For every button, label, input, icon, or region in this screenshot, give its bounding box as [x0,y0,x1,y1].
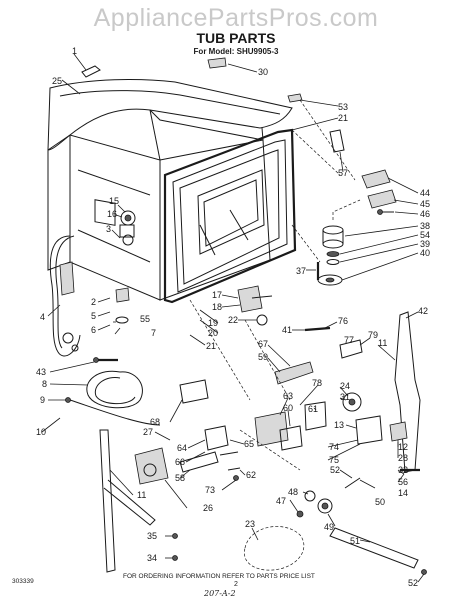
callout-6: 6 [91,325,96,335]
callout-7: 7 [151,328,156,338]
callout-18: 18 [212,302,222,312]
tub-body [47,79,293,301]
right-parts [172,311,427,575]
callout-57: 57 [338,168,348,178]
callout-50: 50 [375,497,385,507]
callout-60: 60 [283,403,293,413]
callout-14: 14 [398,488,408,498]
diagram-code: 303339 [12,578,34,585]
callout-76: 76 [338,316,348,326]
callout-66: 66 [175,457,185,467]
callout-21: 21 [338,113,348,123]
page-title: TUB PARTS [196,30,276,46]
upper-right-parts [81,57,397,286]
callout-17: 17 [212,290,222,300]
callout-15: 15 [109,196,119,206]
callout-10: 10 [36,427,46,437]
callout-55: 55 [140,314,150,324]
callout-8: 8 [42,379,47,389]
callout-1: 1 [72,46,77,56]
callout-31: 31 [340,392,350,402]
callout-59: 59 [258,352,268,362]
callout-78: 78 [312,378,322,388]
callout-20: 20 [208,328,218,338]
callout-75: 75 [329,455,339,465]
callout-43: 43 [36,367,46,377]
callout-58: 58 [175,473,185,483]
callout-labels: 1 25 30 53 21 57 44 45 46 38 54 39 40 37… [36,46,430,588]
callout-3: 3 [106,224,111,234]
callout-28: 28 [398,453,408,463]
callout-42: 42 [418,306,428,316]
callout-41: 41 [282,325,292,335]
callout-24: 24 [340,381,350,391]
callout-79: 79 [368,330,378,340]
callout-30: 30 [258,67,268,77]
callout-65: 65 [244,439,254,449]
callout-39: 39 [420,239,430,249]
callout-40: 40 [420,248,430,258]
callout-34: 34 [147,553,157,563]
callout-77: 77 [344,335,354,345]
callout-52: 52 [330,465,340,475]
callout-35: 35 [147,531,157,541]
leader-lines [41,53,425,583]
callout-2: 2 [91,297,96,307]
inlet-parts [49,210,161,573]
callout-26: 26 [203,503,213,513]
callout-73: 73 [205,485,215,495]
callout-53: 53 [338,102,348,112]
callout-47: 47 [276,496,286,506]
callout-46: 46 [420,209,430,219]
callout-74: 74 [329,442,339,452]
callout-64: 64 [177,443,187,453]
callout-25: 25 [52,76,62,86]
callout-16: 16 [107,209,117,219]
callout-13: 13 [334,420,344,430]
model-subtitle: For Model: SHU9905-3 [193,47,279,56]
callout-51: 51 [350,536,360,546]
callout-52b: 52 [408,578,418,588]
door-gaskets [163,128,297,304]
callout-45: 45 [420,199,430,209]
ordering-instruction: FOR ORDERING INFORMATION REFER TO PARTS … [123,573,315,580]
handwritten-note: 207-A-2 [204,589,236,598]
callout-38: 38 [420,221,430,231]
callout-54: 54 [420,230,430,240]
site-watermark: AppliancePartsPros.com [93,4,379,32]
callout-67: 67 [258,339,268,349]
callout-11: 11 [378,338,387,348]
callout-21b: 21 [206,341,216,351]
callout-63: 63 [283,391,293,401]
callout-49: 49 [324,522,334,532]
callout-56: 56 [398,477,408,487]
callout-23: 23 [245,519,255,529]
callout-5: 5 [91,311,96,321]
page-number: 2 [234,581,238,588]
callout-22: 22 [228,315,238,325]
callout-12: 12 [398,442,408,452]
callout-48: 48 [288,487,298,497]
center-parts [134,285,363,485]
callout-68: 68 [150,417,160,427]
callout-9: 9 [40,395,45,405]
callout-62: 62 [246,470,256,480]
callout-4: 4 [40,312,45,322]
callout-44: 44 [420,188,430,198]
callout-61: 61 [308,404,318,414]
callout-19: 19 [208,318,218,328]
callout-37: 37 [296,266,306,276]
callout-27: 27 [143,427,153,437]
callout-11b: 11 [137,490,146,500]
callout-32: 32 [398,465,408,475]
